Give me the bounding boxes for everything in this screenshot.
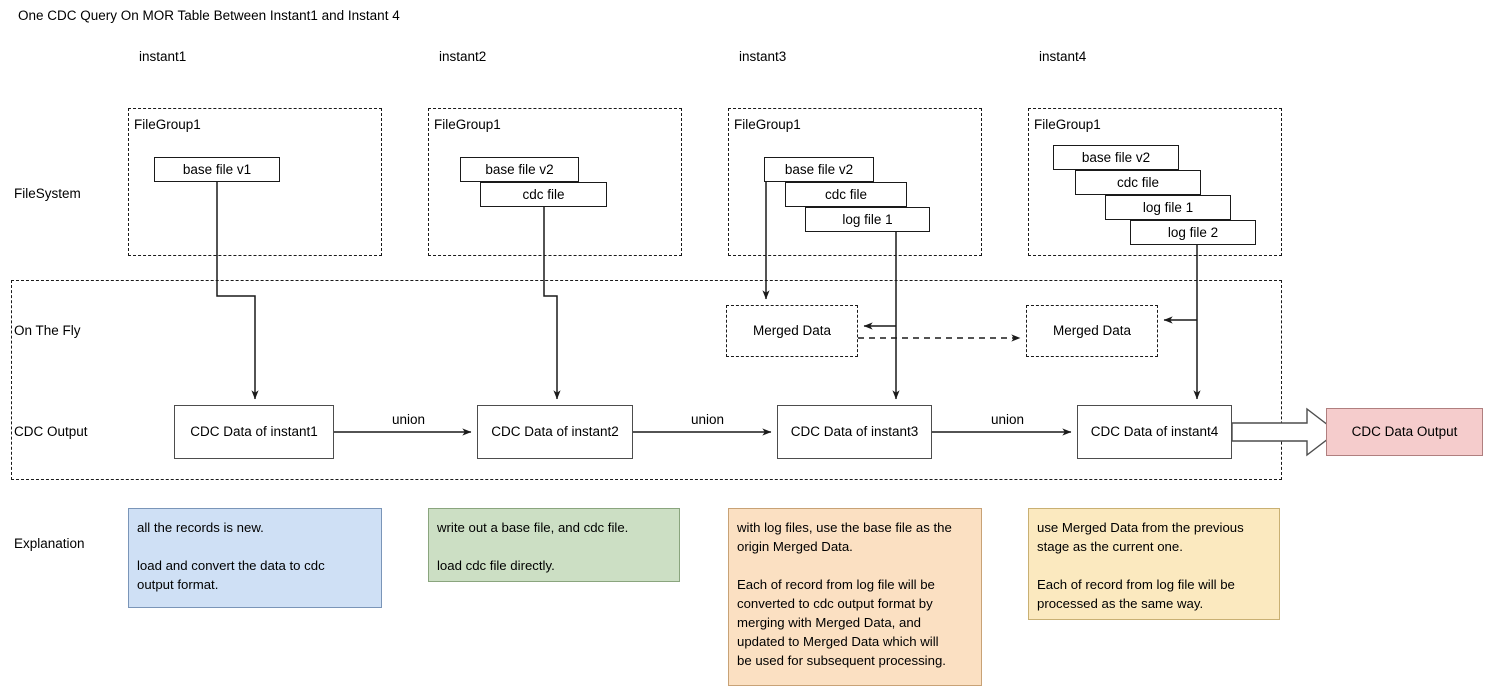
row-label-filesystem: FileSystem bbox=[14, 186, 81, 201]
file-box: base file v2 bbox=[764, 157, 874, 182]
row-label-on-the-fly: On The Fly bbox=[14, 323, 81, 338]
cdc-data-box-instant1: CDC Data of instant1 bbox=[174, 405, 334, 459]
cdc-data-box-instant2: CDC Data of instant2 bbox=[477, 405, 633, 459]
filegroup-label: FileGroup1 bbox=[1034, 117, 1101, 132]
file-box: log file 2 bbox=[1130, 220, 1256, 245]
column-header-instant2: instant2 bbox=[439, 49, 487, 64]
filegroup-label: FileGroup1 bbox=[134, 117, 201, 132]
union-label: union bbox=[988, 412, 1028, 427]
cdc-data-output-box: CDC Data Output bbox=[1326, 408, 1483, 456]
filegroup-instant4: FileGroup1 bbox=[1028, 108, 1282, 256]
row-label-explanation: Explanation bbox=[14, 536, 85, 551]
column-header-instant3: instant3 bbox=[739, 49, 787, 64]
file-box: log file 1 bbox=[805, 207, 930, 232]
merged-data-box-instant4: Merged Data bbox=[1026, 305, 1158, 357]
filegroup-label: FileGroup1 bbox=[734, 117, 801, 132]
file-box: base file v2 bbox=[1053, 145, 1179, 170]
filegroup-label: FileGroup1 bbox=[434, 117, 501, 132]
explanation-box-instant2: write out a base file, and cdc file. loa… bbox=[428, 508, 680, 582]
cdc-data-box-instant4: CDC Data of instant4 bbox=[1077, 405, 1232, 459]
union-label: union bbox=[688, 412, 728, 427]
explanation-box-instant1: all the records is new. load and convert… bbox=[128, 508, 382, 608]
explanation-box-instant3: with log files, use the base file as the… bbox=[728, 508, 982, 686]
file-box: cdc file bbox=[1075, 170, 1201, 195]
file-box: cdc file bbox=[785, 182, 907, 207]
column-header-instant1: instant1 bbox=[139, 49, 187, 64]
page-title: One CDC Query On MOR Table Between Insta… bbox=[18, 8, 400, 23]
file-box: base file v1 bbox=[154, 157, 280, 182]
merged-data-box-instant3: Merged Data bbox=[726, 305, 858, 357]
filegroup-instant3: FileGroup1 bbox=[728, 108, 982, 256]
file-box: cdc file bbox=[480, 182, 607, 207]
column-header-instant4: instant4 bbox=[1039, 49, 1087, 64]
file-box: base file v2 bbox=[460, 157, 579, 182]
union-label: union bbox=[389, 412, 429, 427]
filegroup-instant1: FileGroup1 bbox=[128, 108, 382, 256]
file-box: log file 1 bbox=[1105, 195, 1231, 220]
processing-region-container bbox=[11, 280, 1282, 480]
row-label-cdc-output: CDC Output bbox=[14, 424, 88, 439]
explanation-box-instant4: use Merged Data from the previous stage … bbox=[1028, 508, 1280, 620]
cdc-data-box-instant3: CDC Data of instant3 bbox=[777, 405, 932, 459]
